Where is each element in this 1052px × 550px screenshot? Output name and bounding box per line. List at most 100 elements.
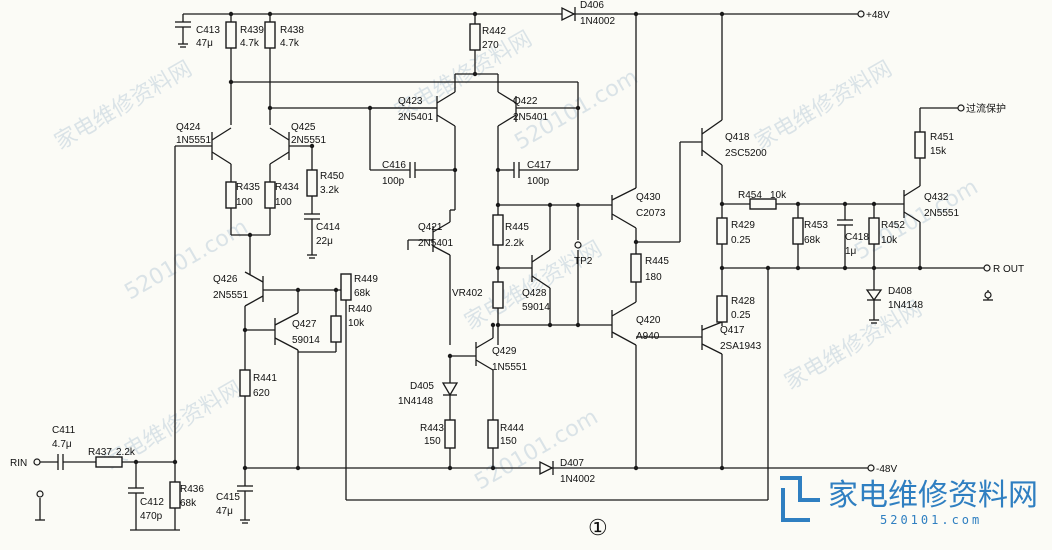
svg-text:Q421: Q421: [418, 222, 443, 233]
input-label: RIN: [10, 458, 27, 469]
resistor-r436: [169, 481, 181, 509]
resistor-r442: [469, 23, 481, 51]
resistor-r441: [239, 369, 251, 397]
svg-text:R450: R450: [320, 171, 344, 182]
svg-text:Q432: Q432: [924, 192, 949, 203]
svg-text:2.2k: 2.2k: [116, 447, 136, 458]
svg-text:100p: 100p: [527, 176, 550, 187]
resistor-r439: [225, 21, 237, 49]
resistors: [95, 21, 926, 509]
svg-text:Q417: Q417: [720, 325, 745, 336]
resistor-r443: [444, 419, 456, 449]
potentiometer-vr402: [492, 281, 504, 309]
svg-text:68k: 68k: [804, 235, 821, 246]
svg-text:Q426: Q426: [213, 274, 238, 285]
svg-text:4.7μ: 4.7μ: [52, 439, 72, 450]
svg-text:150: 150: [500, 436, 517, 447]
svg-text:47μ: 47μ: [196, 38, 213, 49]
svg-text:家电维修资料网: 家电维修资料网: [781, 297, 927, 396]
svg-text:R441: R441: [253, 373, 277, 384]
svg-text:R434: R434: [275, 182, 299, 193]
svg-text:2SA1943: 2SA1943: [720, 341, 762, 352]
svg-text:C418: C418: [845, 232, 869, 243]
svg-text:100: 100: [275, 197, 292, 208]
svg-text:家电维修资料网: 家电维修资料网: [751, 57, 897, 156]
diodes: [441, 6, 883, 476]
svg-text:270: 270: [482, 40, 499, 51]
wiring: [35, 13, 993, 531]
svg-text:D406: D406: [580, 0, 604, 11]
svg-text:R440: R440: [348, 304, 372, 315]
svg-text:2N5401: 2N5401: [513, 112, 548, 123]
svg-text:C411: C411: [52, 425, 76, 436]
svg-text:0.25: 0.25: [731, 310, 751, 321]
svg-text:R437: R437: [88, 447, 112, 458]
svg-text:Q428: Q428: [522, 288, 547, 299]
logo-title: 家电维修资料网: [828, 478, 1038, 513]
svg-text:R435: R435: [236, 182, 260, 193]
svg-text:59014: 59014: [292, 335, 320, 346]
terminal-rout: [983, 264, 991, 272]
svg-text:R443: R443: [420, 423, 444, 434]
svg-text:15k: 15k: [930, 146, 947, 157]
svg-text:Q420: Q420: [636, 315, 661, 326]
svg-text:2N5551: 2N5551: [924, 208, 959, 219]
svg-text:0.25: 0.25: [731, 235, 751, 246]
svg-text:R445: R445: [645, 256, 669, 267]
resistor-r444: [487, 419, 499, 449]
svg-text:C2073: C2073: [636, 208, 666, 219]
svg-text:R454: R454: [738, 190, 762, 201]
svg-text:1N5551: 1N5551: [492, 362, 527, 373]
svg-text:C412: C412: [140, 497, 164, 508]
terminal-rin-gnd: [36, 490, 44, 498]
svg-text:D408: D408: [888, 286, 912, 297]
terminal-rin: [33, 458, 41, 466]
resistor-r429: [716, 217, 728, 245]
protect-label: 过流保护: [966, 102, 1006, 115]
svg-text:100p: 100p: [382, 176, 405, 187]
svg-text:家电维修资料网: 家电维修资料网: [461, 237, 607, 336]
logo-url: 520101.com: [880, 513, 982, 527]
svg-text:Q418: Q418: [725, 132, 750, 143]
svg-text:C416: C416: [382, 160, 406, 171]
svg-text:180: 180: [645, 272, 662, 283]
svg-text:620: 620: [253, 388, 270, 399]
resistor-r445-2k2: [492, 214, 504, 246]
svg-text:Q430: Q430: [636, 192, 661, 203]
svg-text:22μ: 22μ: [316, 236, 333, 247]
svg-text:520101.com: 520101.com: [511, 65, 643, 156]
resistor-r451: [914, 131, 926, 159]
diode-d407: [539, 460, 554, 476]
svg-text:1N4002: 1N4002: [560, 474, 595, 485]
svg-text:10k: 10k: [348, 318, 365, 329]
svg-text:Q423: Q423: [398, 96, 423, 107]
test-point-tp2: [574, 241, 582, 249]
svg-text:D405: D405: [410, 381, 434, 392]
diode-d405: [441, 382, 459, 397]
svg-text:2N5401: 2N5401: [398, 112, 433, 123]
svg-text:R451: R451: [930, 132, 954, 143]
junction-dots: [133, 11, 923, 471]
svg-text:R449: R449: [354, 274, 378, 285]
svg-text:R429: R429: [731, 220, 755, 231]
svg-text:R438: R438: [280, 25, 304, 36]
terminal-protect: [957, 104, 965, 112]
resistor-r449: [340, 273, 352, 301]
resistor-r428: [716, 295, 728, 323]
svg-text:A940: A940: [636, 331, 660, 342]
resistor-r445-180: [630, 253, 642, 283]
svg-text:R439: R439: [240, 25, 264, 36]
svg-text:TP2: TP2: [574, 256, 593, 267]
svg-text:家电维修资料网: 家电维修资料网: [391, 27, 537, 126]
svg-text:R452: R452: [881, 220, 905, 231]
svg-text:2N5401: 2N5401: [418, 238, 453, 249]
svg-text:2.2k: 2.2k: [505, 238, 525, 249]
svg-text:R453: R453: [804, 220, 828, 231]
svg-text:Q425: Q425: [291, 122, 316, 133]
terminal-neg48: [867, 464, 875, 472]
site-logo: 家电维修资料网 520101.com: [780, 476, 1038, 527]
svg-text:C417: C417: [527, 160, 551, 171]
svg-text:2N5551: 2N5551: [291, 135, 326, 146]
svg-text:100: 100: [236, 197, 253, 208]
